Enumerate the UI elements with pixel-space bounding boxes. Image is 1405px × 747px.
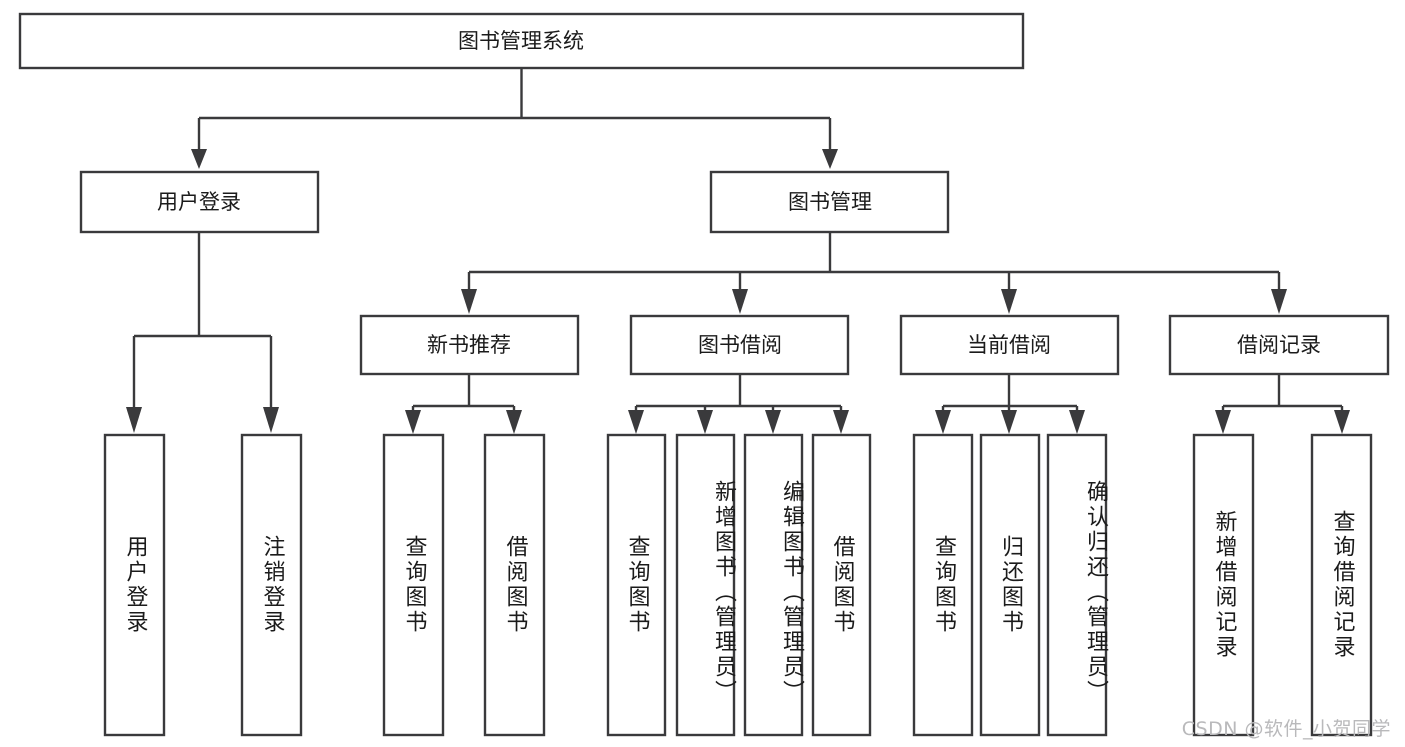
leaf-box-query-borrow-record[interactable] bbox=[1310, 433, 1373, 737]
arrow-head-leaf-return-book bbox=[1001, 410, 1017, 434]
node-layer: 图书管理系统 用户登录 图书管理 新书推荐 图书借阅 当前借阅 借阅记录 bbox=[18, 12, 1390, 737]
leaf-box-query-book-3[interactable] bbox=[912, 433, 974, 737]
arrow-head-leaf-add-book-admin bbox=[697, 410, 713, 434]
node-current-borrow-box[interactable] bbox=[899, 314, 1120, 376]
arrow-head-leaf-confirm-return-admin bbox=[1069, 410, 1085, 434]
node-book-borrow-label: 图书借阅 bbox=[698, 333, 782, 357]
node-book-management-box[interactable] bbox=[709, 170, 950, 234]
leaf-box-add-book-admin[interactable] bbox=[675, 433, 736, 737]
node-current-borrow-label: 当前借阅 bbox=[967, 333, 1051, 357]
node-root-box[interactable] bbox=[18, 12, 1025, 70]
node-book-management-label: 图书管理 bbox=[788, 190, 872, 214]
leaf-box-edit-book-admin[interactable] bbox=[743, 433, 804, 737]
arrow-head-leaf-user-login bbox=[126, 407, 142, 433]
arrow-head-borrow-record bbox=[1271, 289, 1287, 314]
connector-layer bbox=[126, 69, 1350, 434]
node-book-borrow-box[interactable] bbox=[629, 314, 850, 376]
arrow-head-leaf-add-borrow-record bbox=[1215, 410, 1231, 434]
arrow-head-leaf-borrow-book-1 bbox=[506, 410, 522, 434]
leaf-box-user-login[interactable] bbox=[103, 433, 166, 737]
arrow-head-book-borrow bbox=[732, 289, 748, 314]
arrow-head-user-login bbox=[191, 149, 207, 169]
leaf-box-add-borrow-record[interactable] bbox=[1192, 433, 1255, 737]
csdn-watermark: CSDN @软件_小贺同学 bbox=[1181, 718, 1391, 740]
leaf-box-confirm-return-admin[interactable] bbox=[1046, 433, 1108, 737]
arrow-head-leaf-query-book-3 bbox=[935, 410, 951, 434]
node-user-login-box[interactable] bbox=[79, 170, 320, 234]
leaf-box-logout-login[interactable] bbox=[240, 433, 303, 737]
arrow-head-leaf-query-book-2 bbox=[628, 410, 644, 434]
node-new-book-recommend-box[interactable] bbox=[359, 314, 580, 376]
arrow-head-leaf-query-book-1 bbox=[405, 410, 421, 434]
leaf-box-query-book-2[interactable] bbox=[606, 433, 667, 737]
node-borrow-record-box[interactable] bbox=[1168, 314, 1390, 376]
node-borrow-record-label: 借阅记录 bbox=[1237, 333, 1321, 357]
node-new-book-recommend-label: 新书推荐 bbox=[427, 333, 511, 357]
leaf-box-borrow-book-2[interactable] bbox=[811, 433, 872, 737]
leaf-box-return-book[interactable] bbox=[979, 433, 1041, 737]
arrow-head-leaf-edit-book-admin bbox=[765, 410, 781, 434]
arrow-head-current-borrow bbox=[1001, 289, 1017, 314]
arrow-head-leaf-logout-login bbox=[263, 407, 279, 433]
leaf-box-query-book-1[interactable] bbox=[382, 433, 445, 737]
arrow-head-new-book-recommend bbox=[461, 289, 477, 314]
arrow-head-leaf-borrow-book-2 bbox=[833, 410, 849, 434]
arrow-head-leaf-query-borrow-record bbox=[1334, 410, 1350, 434]
arrow-head-book-management bbox=[822, 149, 838, 169]
node-user-login-label: 用户登录 bbox=[157, 190, 241, 214]
leaf-box-borrow-book-1[interactable] bbox=[483, 433, 546, 737]
node-root-label: 图书管理系统 bbox=[458, 29, 584, 53]
